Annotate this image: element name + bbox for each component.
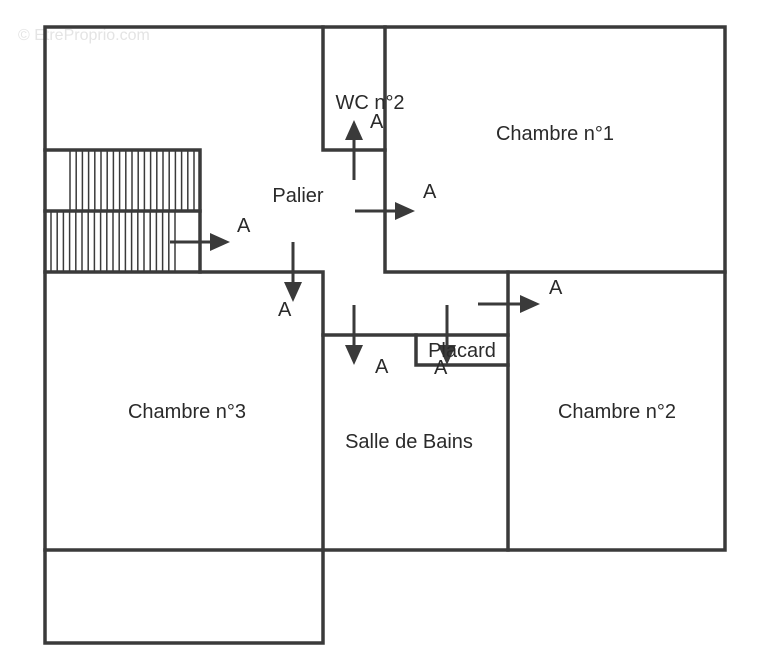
access-label: A bbox=[278, 299, 292, 321]
room-label-chambre3: Chambre n°3 bbox=[128, 401, 246, 423]
room-label-salle-de-bains: Salle de Bains bbox=[345, 431, 473, 453]
room-label-chambre2: Chambre n°2 bbox=[558, 401, 676, 423]
access-label: A bbox=[434, 357, 448, 379]
arrow-head-icon bbox=[284, 282, 302, 302]
arrow-head-icon bbox=[210, 233, 230, 251]
arrow-head-icon bbox=[345, 120, 363, 140]
arrow-head-icon bbox=[520, 295, 540, 313]
access-label: A bbox=[423, 181, 437, 203]
room-label-chambre1: Chambre n°1 bbox=[496, 123, 614, 145]
room-label-wc2: WC n°2 bbox=[335, 92, 404, 114]
access-arrow: A bbox=[170, 215, 251, 251]
access-arrows: A A A A A A A bbox=[170, 111, 563, 379]
walls bbox=[43, 25, 727, 645]
room-label-palier: Palier bbox=[272, 185, 323, 207]
arrow-head-icon bbox=[438, 345, 456, 365]
access-label: A bbox=[375, 356, 389, 378]
access-arrow: A bbox=[434, 305, 456, 379]
access-label: A bbox=[370, 111, 384, 133]
watermark: © EtreProprio.com bbox=[18, 27, 150, 44]
access-label: A bbox=[237, 215, 251, 237]
access-arrow: A bbox=[355, 181, 437, 220]
room-label-placard: Placard bbox=[428, 340, 496, 362]
access-label: A bbox=[549, 277, 563, 299]
access-arrow: A bbox=[278, 242, 302, 321]
access-arrow: A bbox=[345, 111, 384, 180]
staircase bbox=[50, 150, 195, 272]
arrow-head-icon bbox=[345, 345, 363, 365]
access-arrow: A bbox=[478, 277, 563, 313]
arrow-head-icon bbox=[395, 202, 415, 220]
access-arrow: A bbox=[345, 305, 389, 378]
